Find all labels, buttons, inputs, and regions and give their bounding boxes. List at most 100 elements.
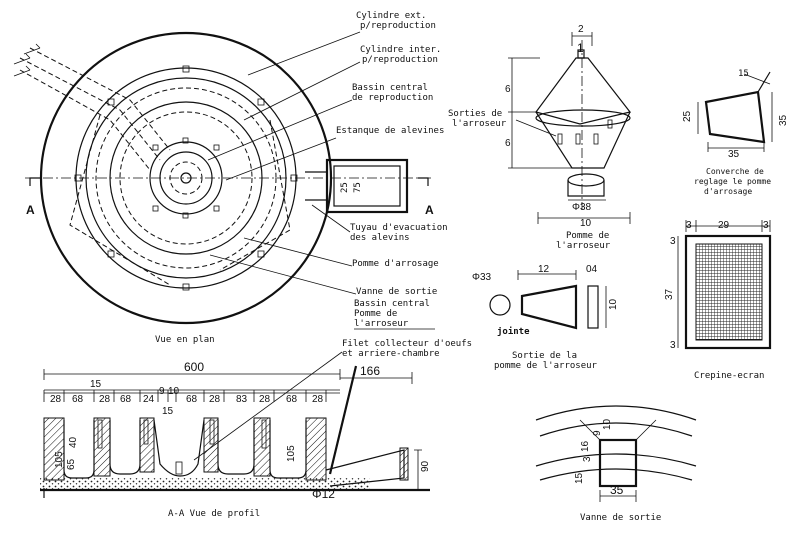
inlet-arrows	[13, 43, 41, 77]
section-mark-right	[418, 177, 429, 186]
profile-view: 600 166 15 28 68 28 68 24 9 10 68 28 83 …	[40, 339, 472, 519]
label-filet-1: Filet collecteur d'oeufs	[342, 339, 472, 349]
central-basin-circle	[149, 141, 223, 215]
crepine-dim-height: 37	[664, 288, 675, 300]
profil-filet-pole	[328, 365, 358, 475]
profil-dim-total: 600	[184, 360, 204, 374]
pomme-dim-h2: 6	[505, 138, 511, 149]
profil-seg-7: 68	[186, 394, 198, 405]
caption-converche-3: d'arrosage	[704, 187, 752, 196]
profil-seg-0: 28	[50, 394, 62, 405]
pomme-dim-bottom: 10	[580, 218, 592, 229]
caption-vue-en-plan: Vue en plan	[155, 335, 215, 345]
profil-segment-dims	[43, 390, 340, 402]
profil-wall-outer-right	[305, 417, 327, 481]
sortie-body	[520, 284, 578, 330]
crepine-mesh	[695, 243, 763, 341]
profil-dim-105b: 105	[286, 445, 297, 462]
profil-seg-9: 83	[236, 394, 248, 405]
estanque-connector	[305, 171, 327, 201]
pomme-dim-top: 2	[578, 24, 584, 35]
label-sorties-1: Sorties de	[448, 109, 502, 119]
converche-dim-right: 35	[778, 114, 789, 126]
caption-profil: A-A Vue de profil	[168, 509, 260, 519]
profil-seg-11: 68	[286, 394, 298, 405]
pomme-rim	[535, 109, 631, 127]
label-cylindre-int-1: Cylindre inter.	[360, 45, 441, 55]
plan-view: A A 25 75 Cylindre ext. p/reproduction C…	[13, 11, 448, 345]
label-cylindre-ext-1: Cylindre ext.	[356, 11, 426, 21]
profil-dim-105: 105	[54, 451, 65, 468]
crepine-dim-right: 3	[763, 220, 769, 231]
dim-75: 75	[353, 182, 363, 193]
profil-dim-phi12: Φ12	[312, 487, 335, 501]
section-label-right: A	[425, 203, 434, 217]
label-sorties-2: l'arroseur	[452, 119, 507, 129]
crepine-frame	[684, 234, 772, 350]
crepine-dim-width: 29	[718, 220, 730, 231]
label-larroseur: l'arroseur	[354, 319, 409, 329]
crepine-dim-top: 3	[670, 236, 676, 247]
sortie-arroseur-view: Φ33 jointe 12 04 10 Sortie de la pomme d…	[472, 264, 619, 371]
converche-body	[704, 90, 766, 144]
label-bassin-central-2: de reproduction	[352, 93, 433, 103]
pomme-outlets	[557, 119, 613, 145]
profil-outflow-wall	[399, 447, 409, 481]
estanque-tank	[325, 158, 409, 214]
label-bassin-central-3: Bassin central	[354, 299, 430, 309]
label-tuyau-2: des alevins	[350, 233, 410, 243]
sortie-dim-height: 10	[608, 298, 619, 310]
profil-dim-inner15: 15	[162, 406, 174, 417]
profil-dim-right: 166	[360, 364, 380, 378]
caption-sortie-1: Sortie de la	[512, 351, 577, 361]
profil-seg-3: 68	[120, 394, 132, 405]
profil-seg-4: 24	[143, 394, 155, 405]
pomme-dim-diameter: Φ38	[572, 202, 592, 213]
vanne-dim-a: 15	[574, 472, 585, 484]
converche-dim-bottom: 35	[728, 149, 740, 160]
label-bassin-central-1: Bassin central	[352, 83, 428, 93]
central-basin-inner	[159, 151, 213, 205]
pomme-dim-h1: 6	[505, 84, 511, 95]
inlet-pipe-1	[19, 57, 161, 161]
label-cylindre-int-2: p/reproduction	[362, 55, 438, 65]
inlet-pipe-2	[19, 69, 151, 171]
inlet-pipe-3	[29, 47, 171, 151]
caption-converche-2: reglage le pomme	[694, 177, 771, 186]
sortie-plate	[587, 285, 599, 329]
vanne-dim-c: 16	[580, 440, 591, 452]
label-cylindre-ext-2: p/reproduction	[360, 21, 436, 31]
pomme-base	[567, 180, 605, 197]
label-tuyau-1: Tuyau d'evacuation	[350, 223, 448, 233]
vanne-sortie-view: 15 3 16 9 10 35 Vanne de sortie	[535, 405, 697, 523]
vanne-gate	[598, 438, 638, 488]
label-vanne-sortie: Vanne de sortie	[356, 287, 437, 297]
profil-dim-90: 90	[420, 460, 431, 472]
crepine-dim-left: 3	[686, 220, 692, 231]
sortie-dim-length: 12	[538, 264, 550, 275]
pomme-base-top	[567, 173, 605, 187]
profil-wall-left-3	[139, 417, 155, 473]
label-pomme-arrosage: Pomme d'arrosage	[352, 259, 439, 269]
profil-dim-65: 65	[66, 458, 77, 470]
caption-pomme-1: Pomme de	[566, 231, 609, 241]
profil-wall-outer-left	[43, 417, 65, 481]
sortie-joint-label: jointe	[497, 326, 530, 337]
profil-dim-15: 15	[90, 379, 102, 390]
sortie-dim-thick: 04	[586, 264, 598, 275]
profil-seg-8: 28	[209, 394, 221, 405]
caption-sortie-2: pomme de l'arroseur	[494, 361, 598, 371]
pomme-arroseur-view: 2 1 6 6 Φ38 10 Sorties de l'arroseur Pom…	[448, 24, 632, 251]
pomme-upper-cone	[534, 57, 632, 125]
caption-converche-1: Converche de	[706, 167, 764, 176]
converche-view: 15 25 35 35 Converche de reglage le pomm…	[682, 69, 789, 196]
plan-leaders	[207, 31, 361, 295]
caption-crepine: Crepine-ecran	[694, 371, 764, 381]
dim-25: 25	[340, 182, 350, 193]
profil-inner-pipes	[97, 419, 267, 475]
profil-ground	[40, 478, 370, 490]
dashed-ring	[95, 87, 277, 269]
vanne-dim-b: 3	[582, 456, 593, 462]
inner-cylinder-circle	[109, 101, 263, 255]
sortie-circle	[489, 294, 511, 316]
